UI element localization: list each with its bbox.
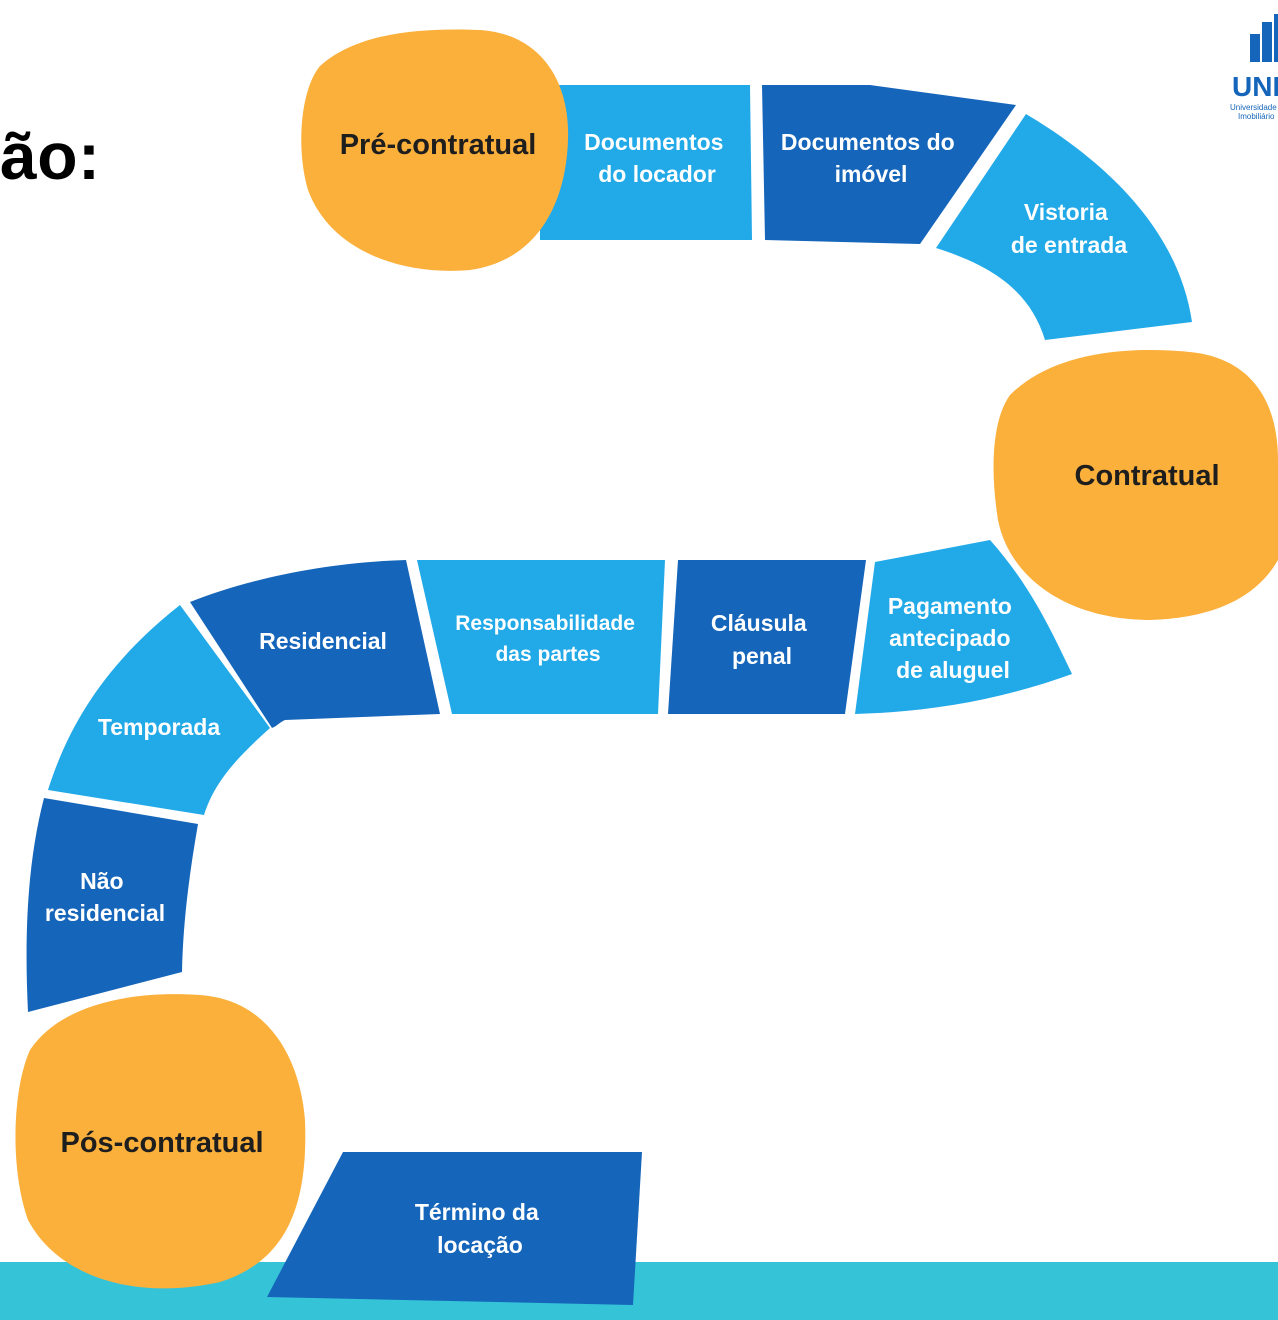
step-residencial: Residencial [259, 628, 387, 654]
segment-pagamento [855, 540, 1072, 714]
segment-documentos-imovel [762, 85, 1016, 244]
step-clausula: Cláusula penal [711, 610, 813, 669]
segment-clausula [668, 560, 866, 714]
segment-responsabilidade [417, 560, 665, 714]
step-pagamento: Pagamento antecipado de aluguel [888, 593, 1018, 683]
step-responsabilidade: Responsabilidade das partes [455, 612, 641, 666]
segment-vistoria [936, 114, 1192, 340]
page-title: ão: [0, 119, 101, 193]
stage-blob-pos [15, 994, 306, 1289]
stage-label-pre: Pré-contratual [340, 129, 537, 161]
segment-residencial [190, 560, 440, 728]
stage-blob-contratual [993, 349, 1278, 620]
step-nao-residencial: Não residencial [45, 868, 165, 926]
segment-nao-residencial [26, 798, 198, 1012]
step-termino: Término da locação [415, 1199, 545, 1258]
logo-text: UNI [1232, 71, 1278, 102]
logo-subtitle-2: Imobiliário [1238, 112, 1275, 121]
stage-blob-pre [301, 29, 569, 271]
building-icon [1250, 14, 1278, 62]
logo: UNI Universidade Imobiliário [1230, 14, 1278, 121]
segment-documentos-locador [540, 85, 752, 240]
segment-temporada [48, 605, 270, 815]
segment-termino [267, 1152, 642, 1305]
stage-label-contratual: Contratual [1075, 460, 1220, 492]
step-vistoria: Vistoria de entrada [1011, 199, 1128, 258]
step-documentos-imovel: Documentos do imóvel [781, 129, 961, 187]
logo-subtitle-1: Universidade [1230, 103, 1277, 112]
stage-label-pos: Pós-contratual [60, 1127, 263, 1159]
step-temporada: Temporada [98, 714, 220, 740]
step-documentos-locador: Documentos do locador [584, 129, 730, 187]
